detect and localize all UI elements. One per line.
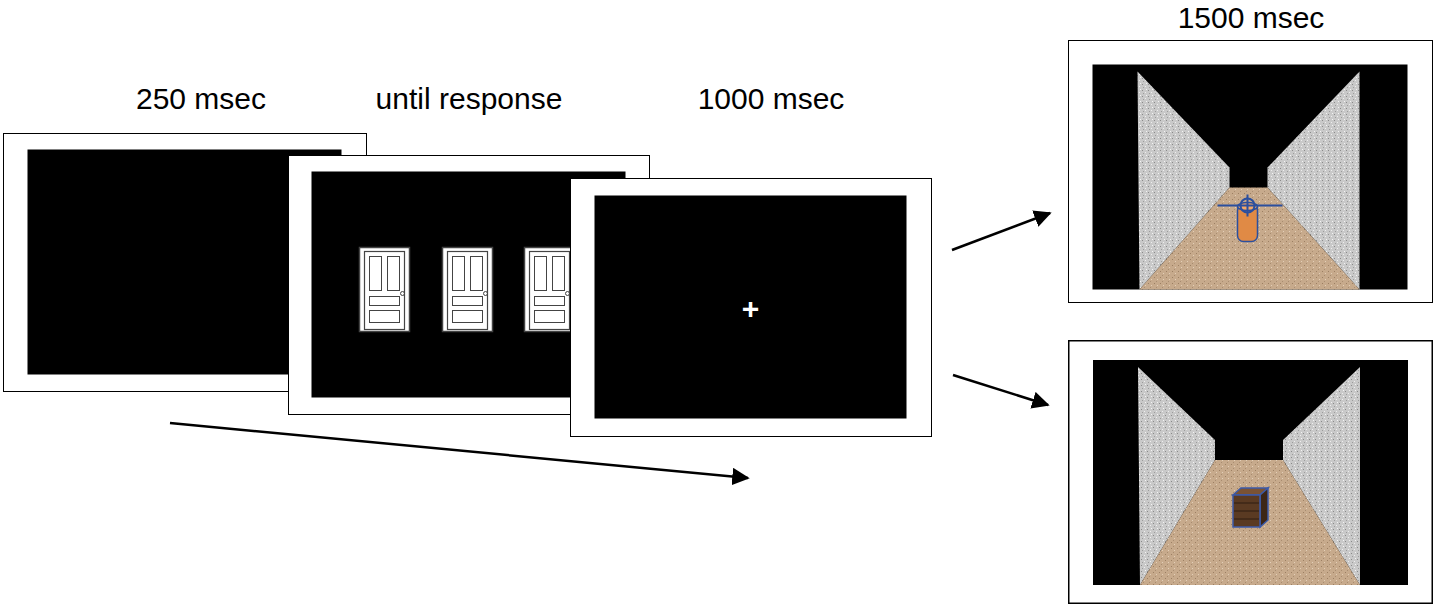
screen-frame: 1500 msec xyxy=(1068,40,1433,303)
branch-arrow xyxy=(953,375,1048,405)
transition-arrow xyxy=(952,213,1050,250)
fixation-cross: + xyxy=(742,294,760,324)
box-object xyxy=(1233,488,1268,527)
screen-frame xyxy=(1069,341,1433,604)
screen-frame: 1000 msec+ xyxy=(570,178,932,437)
duration-label: 250 msec xyxy=(136,82,266,116)
duration-label: 1500 msec xyxy=(1178,1,1325,35)
duration-label: 1000 msec xyxy=(698,82,845,116)
door-icon xyxy=(525,248,575,332)
duration-label: until response xyxy=(376,82,563,116)
door-icon xyxy=(443,248,493,332)
corridor-scene xyxy=(1093,360,1408,585)
cylinder-object xyxy=(1218,195,1283,242)
door-icon xyxy=(360,248,410,332)
screen-illustration xyxy=(1069,41,1431,301)
